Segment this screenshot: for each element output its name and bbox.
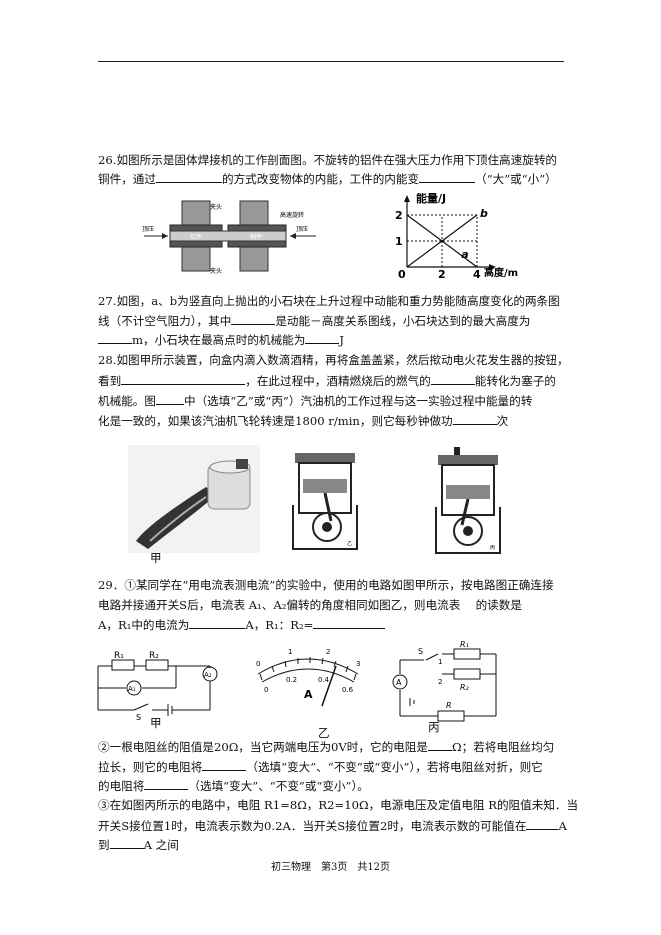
welding-figure: 夹头 夹头 铝件 铜件 顶压 顶压 高速旋转 [142,200,316,275]
series-line-b [406,214,478,268]
q27-blank-height[interactable] [98,332,132,344]
label-circuit-jia: 甲 [150,716,162,730]
q29-blank-stretched[interactable] [202,759,247,771]
q26-blank-change[interactable] [419,171,476,183]
circuit-jia-figure: R₁ R₂ A₁ A₂ S [97,651,218,722]
q28-blank-figure[interactable] [155,393,184,405]
series-label-a: a [461,248,468,261]
x-tick-2: 2 [438,268,446,279]
y-tick-2: 2 [395,209,403,222]
bing-r2-label: R₂ [460,683,470,692]
chart-ylabel: 能量/J [416,193,446,205]
engine-bing-figure: 丙 [435,447,501,554]
label-dingya-left: 顶压 [142,226,154,233]
q28-blank-work-count[interactable] [452,413,497,425]
q29-p3-line2: 开关S接位置1时，电流表示数为0.2A．当开关S接位置2时，电流表示数的可能值在… [98,818,567,833]
scale-bottom-0: 0 [264,686,268,694]
label-dingya-right: 顶压 [296,226,308,233]
label-bing-small: 丙 [490,545,495,551]
q29-line1: 29．①某同学在“用电流表测电流”的实验中，使用的电路如图甲所示，按电路图正确连… [98,578,554,592]
scale-top-3: 3 [356,660,360,668]
q28-line4: 化是一致的，如果该汽油机飞轮转速是1800 r/min，则它每秒钟做功次 [98,413,509,428]
scale-bottom-3: 0.6 [342,686,354,694]
q28-line3: 机械能。图中（选填“乙”或“丙”）汽油机的工作过程与这一实验过程中能量的转 [98,393,533,408]
spark-generator-photo [128,445,260,553]
q28-line1: 28.如图甲所示装置，向盒内滴入数滴酒精，再将盒盖盖紧，然后揿动电火花发生器的按… [98,353,569,367]
label-jiaju-bottom: 夹头 [210,267,222,275]
ammeter-unit: A [304,688,313,701]
ammeter-needle [321,665,337,707]
q29-p3-line1: ③在如图丙所示的电路中，电阻 R1=8Ω，R2=10Ω，电源电压及定值电阻 R的… [98,798,579,812]
y-tick-1: 1 [395,235,403,248]
bing-r1-label: R₁ [460,640,469,649]
q29-blank-ratio[interactable] [313,617,386,629]
label-jiaju-top: 夹头 [210,203,222,211]
engine-yi-figure: 乙 [292,453,358,550]
label-r2: R₂ [149,651,159,661]
label-ammeter-yi: 乙 [318,726,330,740]
bing-r-label: R [446,701,452,710]
header-rule [98,61,564,62]
series-label-b: b [480,207,488,220]
q29-blank-min-current[interactable] [526,818,559,830]
q27-blank-curve[interactable] [231,313,276,325]
x-tick-4: 4 [473,268,481,279]
q29-p2-line3: 的电阻将（选填“变大”、“不变”或“变小”）。 [98,778,369,793]
energy-height-chart: 能量/J 高度/m 1 2 0 2 4a b [395,193,518,279]
q26-line1: 26.如图所示是固体焊接机的工作剖面图。不旋转的铝件在强大压力作用下顶住高速旋转… [98,153,558,167]
q29-blank-resistance-0v[interactable] [427,739,452,751]
label-s: S [136,713,141,722]
q29-blank-folded[interactable] [144,778,189,790]
q27-line1: 27.如图，a、b为竖直向上抛出的小石块在上升过程中动能和重力势能随高度变化的两… [98,294,560,308]
label-jia: 甲 [150,551,162,565]
ammeter-figure: 0 1 2 3 0 0.2 0.4 0.6 A [256,648,360,707]
bing-switch-label: S [418,647,423,656]
scale-top-1: 1 [288,648,292,656]
label-a2: A₂ [204,671,212,679]
label-yi-small: 乙 [347,540,352,547]
page-footer: 初三物理 第3页 共12页 [270,862,391,873]
bing-pos-1: 1 [438,658,442,666]
q27-blank-energy[interactable] [305,332,340,344]
q28-line2: 看到，在此过程中，酒精燃烧后的燃气的能转化为塞子的 [98,373,556,388]
label-r1: R₁ [114,651,124,661]
circuit-bing-figure: A S 1 2 R₁ R₂ R [392,640,497,722]
x-tick-0: 0 [398,268,406,279]
q29-line2: 电路并接通开关S后，电流表 A₁、A₂偏转的角度相同如图乙，则电流表 的读数是 [98,598,522,612]
bing-pos-2: 2 [438,678,442,686]
label-circuit-bing: 丙 [428,720,440,734]
label-gaosu: 高速旋转 [280,211,304,219]
label-lvjian: 铝件 [190,233,202,241]
scale-bottom-1: 0.2 [286,676,297,684]
q26-blank-method[interactable] [155,171,222,183]
q27-line2: 线（不计空气阻力），其中是动能－高度关系图线，小石块达到的最大高度为 [98,313,531,328]
scale-bottom-2: 0.4 [318,676,330,684]
q28-blank-energy-form[interactable] [430,373,475,385]
q28-blank-phenomenon[interactable] [121,373,246,385]
label-a1: A₁ [128,685,136,693]
label-tongjian: 铜件 [250,233,262,241]
q29-blank-r1-current[interactable] [189,617,246,629]
scale-top-2: 2 [326,648,330,656]
q26-line2: 铜件，通过的方式改变物体的内能，工件的内能变（“大”或“小”） [98,171,557,186]
scale-top-0: 0 [256,660,260,668]
bing-ammeter-label: A [396,678,402,687]
chart-xlabel: 高度/m [484,266,518,279]
q29-p2-line2: 拉长，则它的电阻将（选填“变大”、“不变”或“变小”），若将电阻丝对折，则它 [98,759,543,774]
q29-blank-max-current[interactable] [109,837,144,849]
